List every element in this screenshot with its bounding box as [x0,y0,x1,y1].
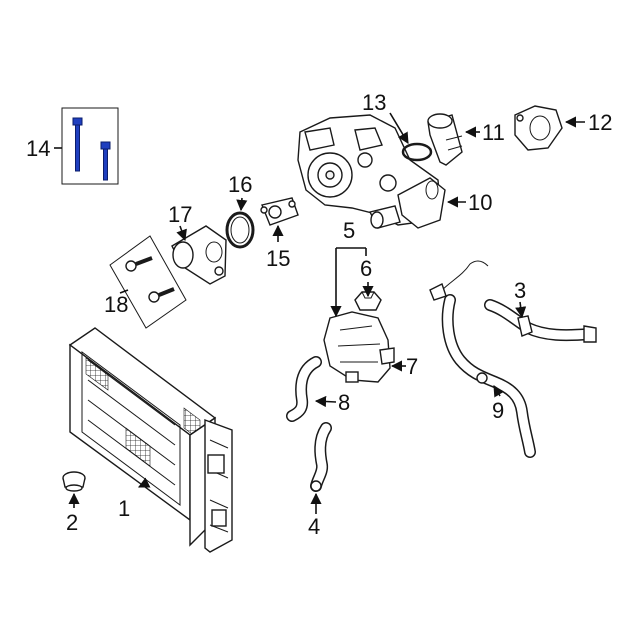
callout-4: 4 [308,514,320,539]
part-10-coolant-outlet[interactable] [397,177,446,229]
part-8-reservoir-hose[interactable] [286,356,322,422]
part-3-radiator-hose[interactable] [484,299,597,343]
part-17-water-outlet[interactable] [171,225,227,285]
callout-3: 3 [514,278,526,303]
callout-17: 17 [168,202,192,227]
bolt-c [125,256,153,272]
callout-12: 12 [588,110,612,135]
callout-6: 6 [360,256,372,281]
callout-10: 10 [468,190,492,215]
callout-13: 13 [362,90,386,115]
callout-7: 7 [406,354,418,379]
bolt-a [72,117,83,172]
callout-16: 16 [228,172,252,197]
callout-9: 9 [492,398,504,423]
part-13-o-ring[interactable] [401,142,433,162]
water-pump-assembly[interactable] [297,114,441,229]
part-12-elbow-housing[interactable] [514,105,563,151]
part-11-connector-pipe[interactable] [427,113,463,166]
bolt-d [148,287,175,303]
callout-labels: 1 2 3 4 5 6 7 8 9 10 11 12 13 14 15 16 1… [26,90,612,539]
callout-11: 11 [482,120,505,145]
part-14-bolts[interactable] [61,107,119,185]
part-18-mounting-kit[interactable] [109,235,187,329]
callout-18: 18 [104,292,128,317]
part-9-heater-hose[interactable] [429,260,536,458]
leader-lines [54,112,585,514]
callout-1: 1 [118,496,130,521]
callout-15: 15 [266,246,290,271]
part-1-radiator[interactable] [68,327,233,553]
part-2-radiator-plug[interactable] [62,471,86,492]
callout-2: 2 [66,510,78,535]
part-5-coolant-reservoir[interactable] [323,311,395,383]
bolt-b [100,141,111,181]
part-15-thermostat[interactable] [260,197,299,226]
callout-14: 14 [26,136,50,161]
callout-5: 5 [343,218,355,243]
part-16-gasket-ring[interactable] [225,211,255,249]
part-4-coolant-hose[interactable] [310,422,332,492]
callout-8: 8 [338,390,350,415]
